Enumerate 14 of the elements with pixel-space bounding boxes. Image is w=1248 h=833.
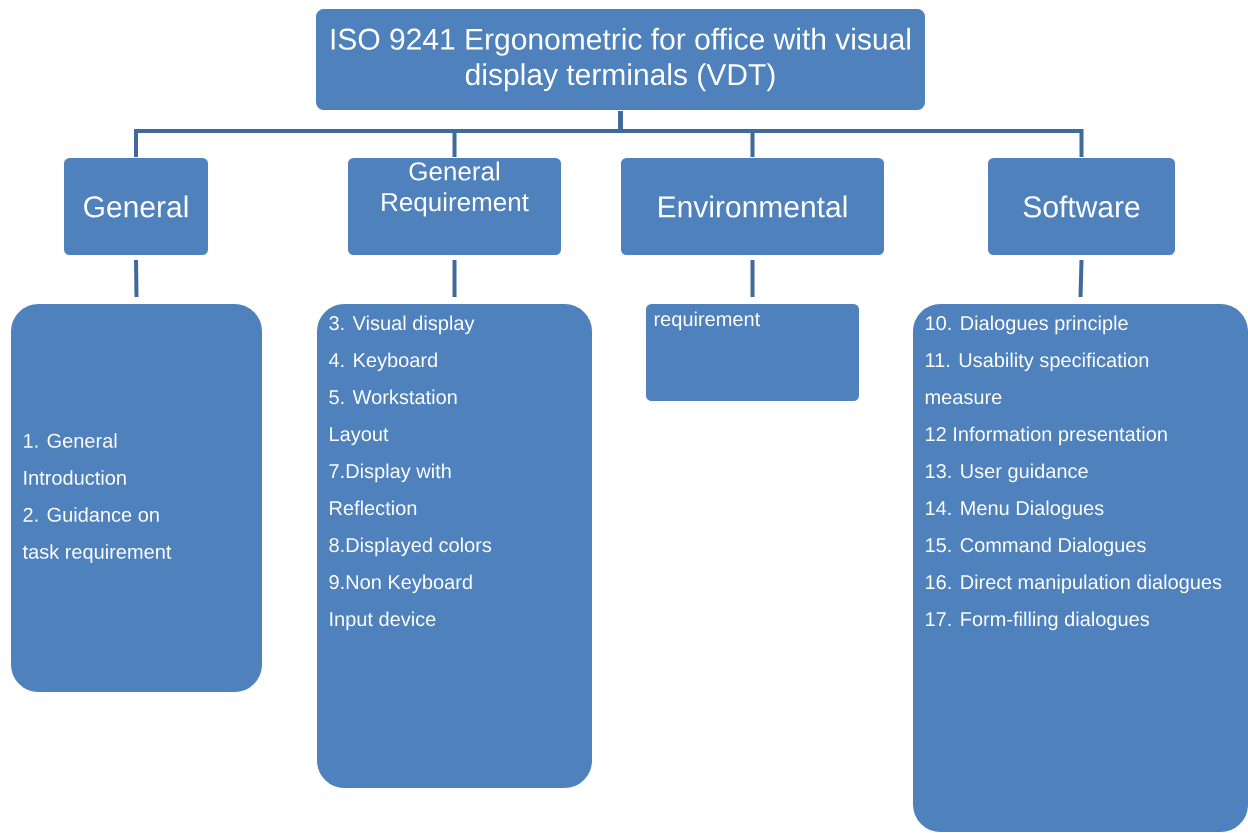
category-box: General Requirement [347, 157, 562, 256]
title-box: ISO 9241 Ergonometric for office with visual display terminals (VDT) [315, 8, 926, 111]
list-box: 10. Dialogues principle 11. Usability specification measure 12 Information presentation 13. User guidance 14. Menu Dialogues 15. Command Dialogues 16. Direct manipulation dialogues 17. Form-filling dialogues [912, 303, 1248, 833]
list-box: 1. General Introduction 2. Guidance on task requirement [10, 303, 263, 693]
list-box: requirement [645, 303, 860, 402]
list-box: 3. Visual display 4. Keyboard 5. Workstation Layout 7.Display with Reflection 8.Displayed colors 9.Non Keyboard Input device [316, 303, 593, 789]
category-box: Software [987, 157, 1176, 256]
connector-line [134, 259, 139, 298]
connector-line [618, 111, 1084, 157]
connector-line [452, 260, 457, 297]
connector-line [750, 260, 755, 297]
category-box: Environmental [620, 157, 885, 256]
category-box: General [63, 157, 209, 256]
connector-line [1078, 259, 1084, 298]
